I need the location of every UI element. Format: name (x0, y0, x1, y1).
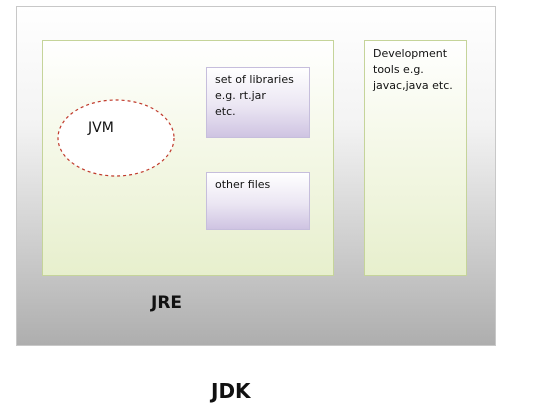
libraries-text: set of libraries e.g. rt.jar etc. (215, 73, 294, 118)
other-files-text: other files (215, 178, 271, 191)
jvm-label: JVM (88, 120, 114, 136)
libraries-box: set of libraries e.g. rt.jar etc. (206, 67, 310, 138)
jvm-ellipse (57, 99, 175, 177)
other-files-box: other files (206, 172, 310, 230)
dev-tools-text: Development tools e.g. javac,java etc. (373, 47, 453, 92)
jdk-label: JDK (211, 379, 251, 403)
jre-label: JRE (151, 293, 183, 313)
dev-tools-box: Development tools e.g. javac,java etc. (364, 40, 467, 276)
